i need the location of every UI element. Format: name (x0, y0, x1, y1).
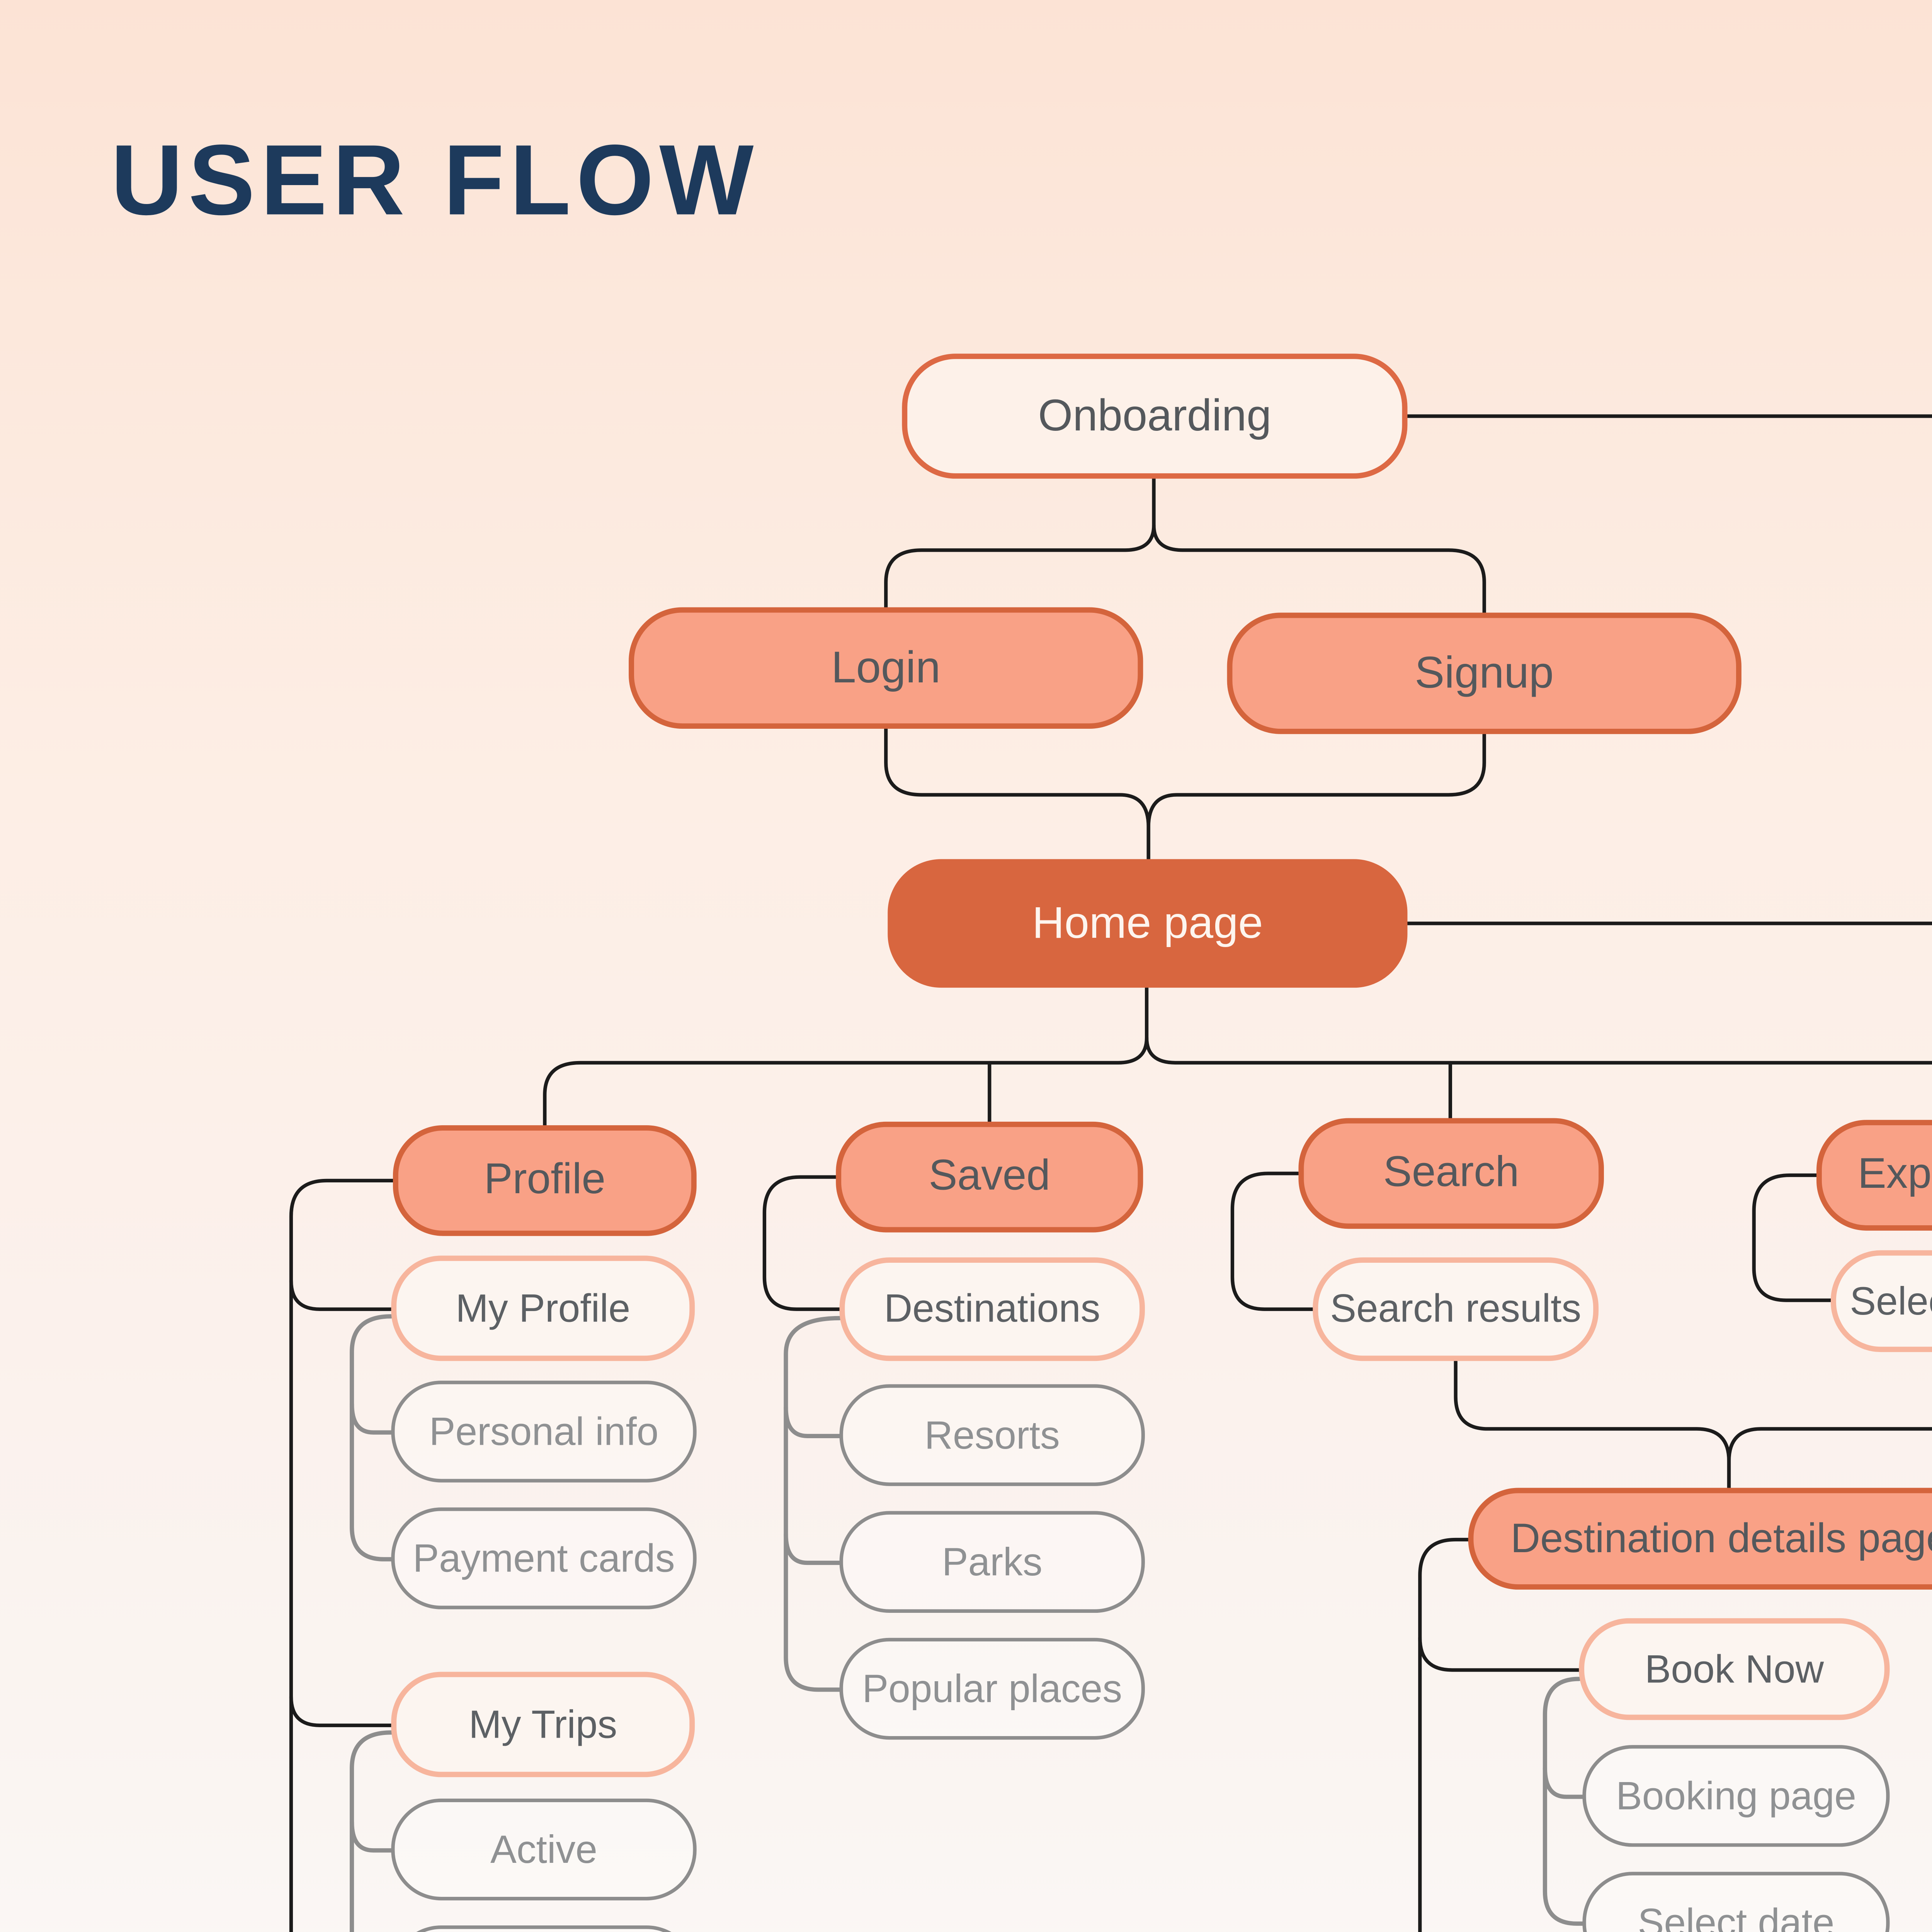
node-home-page-label: Home page (1032, 897, 1263, 948)
node-search: Search (1298, 1118, 1604, 1229)
node-login: Login (629, 607, 1143, 729)
node-payment-cards: Payment cards (391, 1507, 697, 1609)
node-parks-label: Parks (942, 1539, 1043, 1583)
node-saved: Saved (836, 1121, 1143, 1233)
node-profile-label: Profile (484, 1155, 606, 1204)
node-payment-cards-label: Payment cards (413, 1535, 675, 1580)
node-select-date: Select date (1582, 1872, 1890, 1932)
node-select-destination: Select destination (1830, 1250, 1932, 1352)
node-saved-label: Saved (929, 1152, 1051, 1201)
node-onboarding-label: Onboarding (1038, 390, 1272, 440)
node-book-now: Book Now (1579, 1618, 1890, 1720)
node-book-now-label: Book Now (1645, 1646, 1824, 1691)
node-resorts-label: Resorts (924, 1412, 1060, 1457)
node-destination-details-page: Destination details page (1468, 1488, 1932, 1590)
node-booking-page-label: Booking page (1616, 1772, 1856, 1818)
node-personal-info-label: Personal info (429, 1408, 659, 1453)
node-destination-details-label: Destination details page (1510, 1514, 1932, 1561)
node-signup-label: Signup (1415, 647, 1554, 698)
node-destinations-label: Destinations (884, 1286, 1100, 1331)
node-past: Past (391, 1925, 697, 1932)
node-popular-places: Popular places (839, 1638, 1145, 1740)
node-my-profile-label: My Profile (456, 1285, 631, 1330)
page-title: USER FLOW (111, 123, 759, 236)
node-destinations: Destinations (839, 1257, 1145, 1361)
node-search-label: Search (1383, 1148, 1519, 1197)
node-home-page: Home page (888, 859, 1408, 988)
node-personal-info: Personal info (391, 1381, 697, 1483)
node-resorts: Resorts (839, 1384, 1145, 1486)
node-onboarding: Onboarding (902, 354, 1408, 479)
node-popular-places-label: Popular places (862, 1665, 1122, 1710)
node-my-trips: My Trips (391, 1672, 695, 1777)
node-search-results-label: Search results (1330, 1286, 1582, 1331)
node-select-destination-label: Select destination (1850, 1278, 1932, 1323)
node-active: Active (391, 1798, 697, 1901)
node-active-label: Active (490, 1826, 597, 1871)
node-signup: Signup (1227, 612, 1742, 734)
node-profile: Profile (393, 1125, 697, 1236)
node-search-results: Search results (1313, 1257, 1599, 1361)
node-my-trips-label: My Trips (469, 1701, 617, 1746)
node-select-date-label: Select date (1638, 1899, 1835, 1932)
node-my-profile: My Profile (391, 1255, 695, 1361)
node-booking-page: Booking page (1582, 1745, 1890, 1847)
node-explore-categories: Explore categories (1816, 1120, 1932, 1231)
node-explore-categories-label: Explore categories (1857, 1150, 1932, 1199)
node-parks: Parks (839, 1511, 1145, 1613)
node-login-label: Login (831, 642, 941, 692)
